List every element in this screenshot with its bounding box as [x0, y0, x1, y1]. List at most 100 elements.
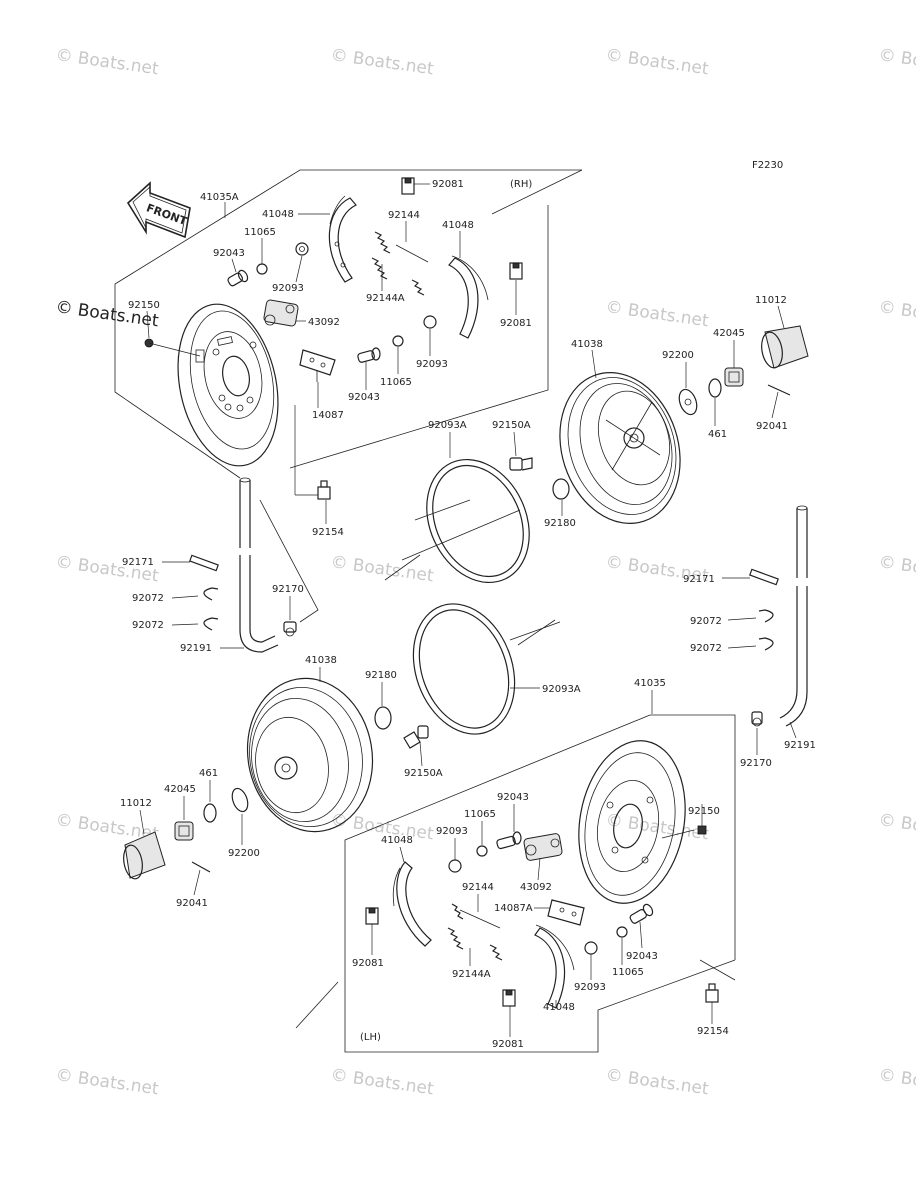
watermark: © Boats.net [329, 552, 435, 586]
pin-92043-lh-upper [496, 831, 522, 850]
label-92150-lh: 92150 [688, 806, 720, 817]
label-92081-lh-lower: 92081 [492, 1039, 524, 1050]
label-92144A-rh: 92144A [366, 293, 405, 304]
label-92072-left-2: 92072 [132, 620, 164, 631]
label-92093A-rh: 92093A [428, 420, 467, 431]
washer-11065-rh-upper [256, 263, 268, 275]
watermark: © Boats.net [604, 45, 710, 79]
label-41048-rh-upper: 41048 [262, 209, 294, 220]
brake-drum-lh [246, 677, 374, 833]
retainer-92093-rh-lower [423, 315, 437, 329]
lh-backing-plate [578, 740, 686, 904]
clip-92081-lh-lower [502, 989, 516, 1007]
spring-92144-lh [451, 903, 464, 920]
label-92144A-lh: 92144A [452, 969, 491, 980]
label-11065-rh-lower: 11065 [380, 377, 412, 388]
label-11065-lh-lower: 11065 [612, 967, 644, 978]
label-461-lh: 461 [199, 768, 218, 779]
label-92170-right: 92170 [740, 758, 772, 769]
brake-drum-rh [559, 372, 681, 524]
label-92093-lh-upper: 92093 [436, 826, 468, 837]
pin-92043-rh-lower [357, 347, 381, 363]
watermark: © Boats.net [54, 45, 160, 79]
brake-hose-left [239, 477, 279, 653]
cotter-pin-92041-rh [767, 384, 791, 396]
watermark: © Boats.net [604, 297, 710, 331]
label-14087: 14087 [312, 410, 344, 421]
label-92081-lh-upper: 92081 [352, 958, 384, 969]
label-41038-rh: 41038 [571, 339, 603, 350]
label-92072-right-2: 92072 [690, 643, 722, 654]
lh-side-label: (LH) [360, 1032, 381, 1043]
wheel-cylinder-rh [263, 299, 299, 327]
wheel-cylinder-lh [523, 833, 563, 861]
label-92150A-rh: 92150A [492, 420, 531, 431]
label-92171-left: 92171 [122, 557, 154, 568]
cotter-pin-92041-lh [191, 861, 211, 873]
clamp-92072-left-1 [203, 587, 219, 601]
label-92081-rh-upper: 92081 [432, 179, 464, 190]
watermark: © Boats.net [877, 1065, 916, 1099]
washer-461-lh [203, 803, 217, 823]
label-92072-right-1: 92072 [690, 616, 722, 627]
label-42045-rh: 42045 [713, 328, 745, 339]
washer-461-rh [708, 378, 722, 398]
label-92144-lh: 92144 [462, 882, 494, 893]
watermarks: © Boats.net © Boats.net © Boats.net © Bo… [54, 45, 916, 1099]
bleeder-92154-rh [294, 405, 331, 500]
seal-92093A-rh [426, 458, 530, 584]
brake-hose-right [779, 505, 808, 727]
watermark: © Boats.net [877, 552, 916, 586]
label-11012-rh: 11012 [755, 295, 787, 306]
nut-42045-rh [724, 367, 744, 387]
washer-92200-lh [231, 787, 249, 813]
clip-92171-left [189, 554, 219, 572]
label-92043-lh-lower: 92043 [626, 951, 658, 962]
pin-92043-rh-upper [227, 269, 249, 287]
washer-11065-lh-lower [616, 926, 628, 938]
label-92154-rh: 92154 [312, 527, 344, 538]
spring-92144A-lh-end [489, 944, 503, 961]
label-11065-rh-upper: 11065 [244, 227, 276, 238]
label-92041-rh: 92041 [756, 421, 788, 432]
retainer-92093-lh-upper [448, 859, 462, 873]
bolt-92150A-rh [509, 457, 533, 471]
watermark: © Boats.net [604, 1065, 710, 1099]
label-92144-rh: 92144 [388, 210, 420, 221]
clamp-92072-right-1 [758, 609, 774, 623]
label-92180-lh: 92180 [365, 670, 397, 681]
lh-assembly-frame [344, 714, 736, 1053]
label-41035A: 41035A [200, 192, 239, 203]
bolt-92150A-lh [403, 725, 429, 749]
watermark: © Boats.net [877, 297, 916, 331]
bolt-92170-left [283, 621, 297, 637]
label-92093-rh-upper: 92093 [272, 283, 304, 294]
front-arrow-icon: FRONT [126, 181, 191, 239]
seal-92093A-lh [412, 603, 516, 735]
label-92180-rh: 92180 [544, 518, 576, 529]
label-92150A-lh: 92150A [404, 768, 443, 779]
watermark: © Boats.net [54, 1065, 160, 1099]
connector-lines [384, 499, 736, 981]
label-92154-lh: 92154 [697, 1026, 729, 1037]
label-92043-rh-upper: 92043 [213, 248, 245, 259]
bolt-92150-rh [144, 338, 201, 357]
spring-92144-lh-rod [459, 909, 501, 929]
label-92200-rh: 92200 [662, 350, 694, 361]
label-41048-rh-lower: 41048 [442, 220, 474, 231]
oring-92180-rh [552, 478, 570, 500]
label-43092-rh: 43092 [308, 317, 340, 328]
watermark: © Boats.net [877, 810, 916, 844]
watermark: © Boats.net [877, 45, 916, 79]
label-92093-lh-lower: 92093 [574, 982, 606, 993]
label-92191-right: 92191 [784, 740, 816, 751]
clip-92081-rh-upper [401, 177, 415, 195]
spring-92144-rh [374, 231, 391, 254]
washer-92200-rh [678, 388, 698, 416]
label-461-rh: 461 [708, 429, 727, 440]
spring-92144-rh-rod [395, 244, 429, 263]
pin-92043-lh-lower [629, 903, 654, 924]
spring-92144A-rh-end [411, 279, 425, 296]
label-92041-lh: 92041 [176, 898, 208, 909]
diagram-code: F2230 [752, 160, 783, 171]
